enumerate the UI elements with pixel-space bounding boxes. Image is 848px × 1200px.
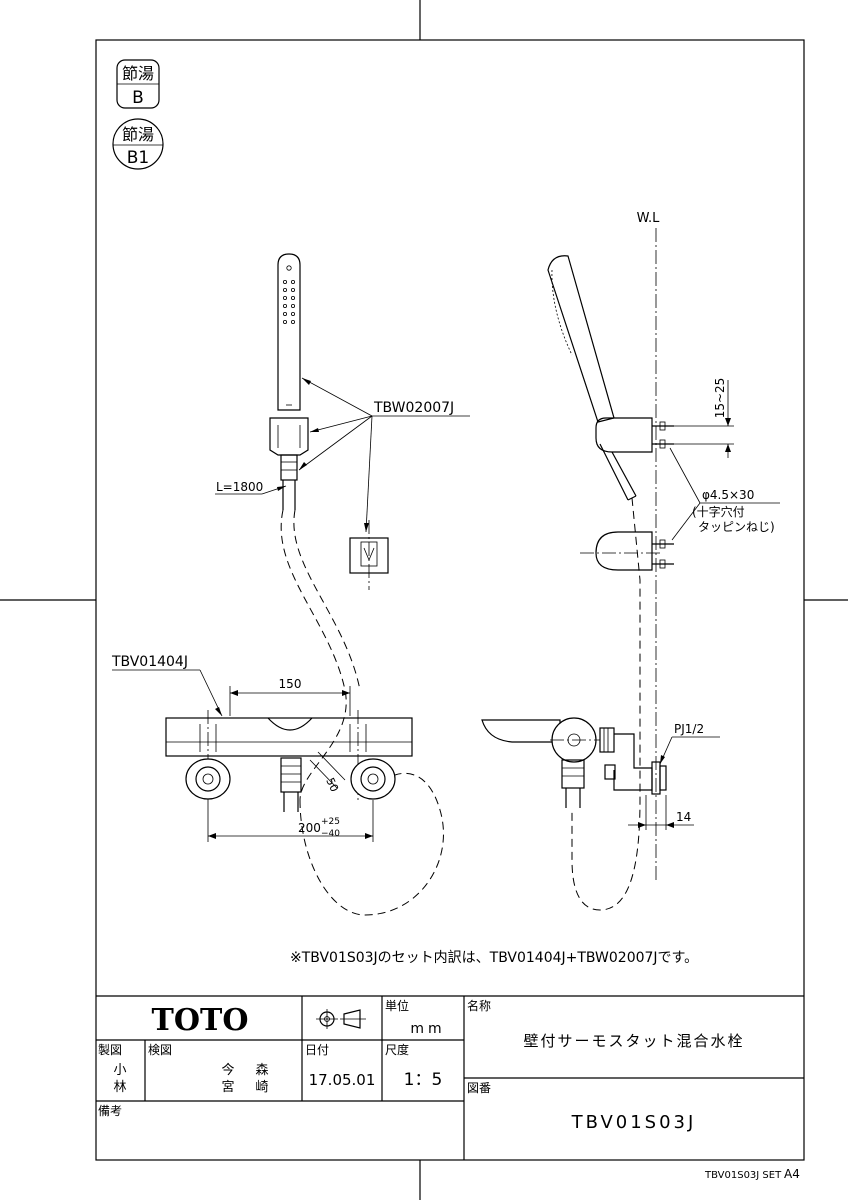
label-screw-desc-2: タッピンねじ): [698, 520, 775, 534]
checked-1b: 森: [255, 1063, 268, 1078]
label-hose-length: L=1800: [216, 480, 263, 494]
stamp-b1: 節湯 B1: [112, 118, 164, 170]
dim-150: 150: [229, 677, 351, 716]
hand-shower-front: [269, 253, 309, 510]
tbw-leaders: TBW02007J: [298, 377, 470, 533]
left-inlet: [185, 758, 231, 800]
scale-label: 尺度: [385, 1042, 409, 1057]
label-dim-50: 50: [323, 776, 341, 794]
faucet-part-callout: TBV01404J: [111, 654, 223, 717]
label-pipe-thread: PJ1/2: [674, 722, 704, 736]
faucet-side: [481, 717, 667, 808]
label-dim-200: 200: [298, 821, 321, 835]
holder-detail: [349, 520, 389, 590]
date-value: 17.05.01: [309, 1071, 376, 1089]
stamp-b-bottom: B: [132, 88, 144, 108]
checked-1a: 今: [221, 1062, 234, 1078]
holder-side-detail: [580, 531, 674, 571]
brand-logo: TOTO: [152, 1003, 249, 1038]
footer-set-code: TBV01S03J SET: [704, 1170, 782, 1181]
dim-200: 200 +25 −40: [207, 800, 374, 842]
label-bracket-range: 15~25: [713, 378, 727, 419]
title-block: TOTO 単位 mm 名称 壁付サーモスタット混合水栓 製図 小 林 検図 今 …: [96, 995, 804, 1160]
set-note: ※TBV01S03Jのセット内訳は、TBV01404J+TBW02007Jです。: [290, 950, 698, 966]
wall-line: W.L: [637, 211, 660, 880]
stamp-b1-bottom: B1: [127, 148, 149, 168]
checked-label: 検図: [148, 1043, 172, 1057]
screw-callout: φ4.5×30 (十字穴付 タッピンねじ): [669, 447, 780, 541]
stamp-b1-top: 節湯: [122, 125, 154, 144]
hand-shower-side: [547, 255, 674, 501]
label-screw-desc-1: (十字穴付: [692, 504, 745, 519]
label-dim-150: 150: [279, 677, 302, 691]
unit-label: 単位: [385, 998, 409, 1013]
name-label: 名称: [467, 998, 491, 1013]
unit-value: mm: [410, 1021, 445, 1037]
label-screw-size: φ4.5×30: [702, 488, 754, 502]
checked-2b: 崎: [255, 1080, 268, 1095]
drawn-label: 製図: [98, 1043, 122, 1057]
drawn-name-1: 小: [113, 1063, 126, 1078]
remarks-label: 備考: [98, 1103, 122, 1118]
hose-hidden-line: [280, 509, 444, 916]
label-tol-minus: −40: [321, 829, 340, 839]
center-outlet: [280, 757, 302, 812]
date-label: 日付: [305, 1043, 329, 1057]
faucet-front: [165, 710, 413, 812]
right-inlet: [350, 758, 396, 800]
pj-callout: PJ1/2: [659, 722, 720, 765]
stamp-b: 節湯 B: [116, 59, 160, 109]
footer-paper-size: A4: [784, 1167, 800, 1181]
label-shower-part: TBW02007J: [373, 400, 454, 416]
name-value: 壁付サーモスタット混合水栓: [523, 1032, 744, 1050]
label-tol-plus: +25: [321, 817, 340, 827]
scale-value: 1：5: [404, 1070, 443, 1090]
drawing-no-label: 図番: [467, 1081, 491, 1095]
projection-symbol: [316, 1009, 366, 1029]
drawing-no-value: TBV01S03J: [571, 1112, 697, 1133]
label-dim-14: 14: [676, 810, 691, 824]
hose-side: [571, 497, 641, 911]
spray-holes: [282, 265, 295, 324]
stamp-b-top: 節湯: [122, 64, 154, 83]
dim-15-25: 15~25: [674, 378, 734, 458]
label-wl: W.L: [637, 211, 660, 226]
dim-14: 14: [628, 795, 694, 830]
label-faucet-part: TBV01404J: [111, 654, 188, 670]
drawn-name-2: 林: [113, 1080, 126, 1095]
hose-length-callout: L=1800: [215, 480, 287, 495]
dim-50: 50: [309, 751, 346, 794]
checked-2a: 宮: [221, 1079, 234, 1095]
